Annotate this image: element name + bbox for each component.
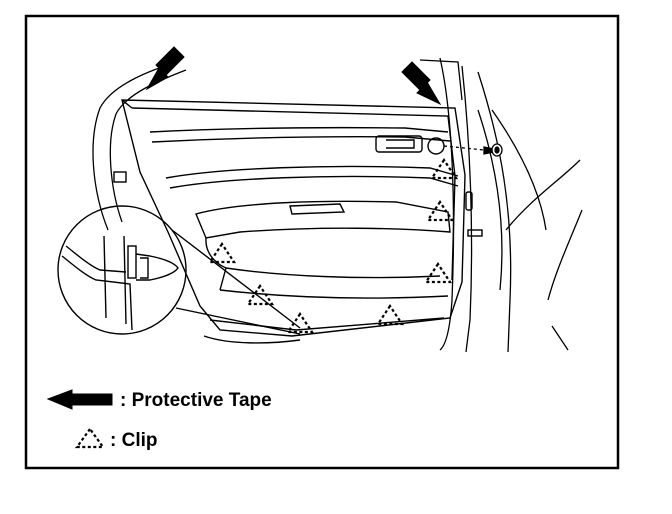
legend-item-clip: : Clip: [74, 427, 158, 451]
diagram-frame: [24, 14, 620, 470]
protective-tape-arrow-icon: [46, 389, 113, 410]
clip-triangle-icon: [429, 158, 459, 180]
clip-triangle-icon: [207, 242, 237, 264]
clip-triangle-icon: [425, 200, 455, 222]
legend-label-clip: : Clip: [110, 430, 158, 451]
protective-tape-arrow-icon: [155, 46, 185, 76]
protective-tape-arrows: [145, 46, 442, 106]
legend-label-protective-tape: : Protective Tape: [120, 390, 272, 411]
clip-triangle-icon: [285, 312, 315, 334]
clip-triangle-icon: [74, 427, 106, 449]
legend: : Protective Tape : Clip: [46, 389, 272, 451]
clip-triangle-icon: [423, 262, 453, 284]
clip-triangle-icon: [245, 284, 275, 306]
car-body-outline: [92, 57, 583, 353]
protective-tape-arrow-icon: [401, 61, 431, 91]
clip-triangle-icon: [375, 304, 405, 326]
screw-icon: [443, 143, 503, 157]
clip-detail-magnifier: [57, 205, 301, 335]
clip-markers: [207, 158, 459, 334]
legend-item-protective-tape: : Protective Tape: [46, 389, 272, 411]
door-trim-panel: [113, 99, 483, 344]
